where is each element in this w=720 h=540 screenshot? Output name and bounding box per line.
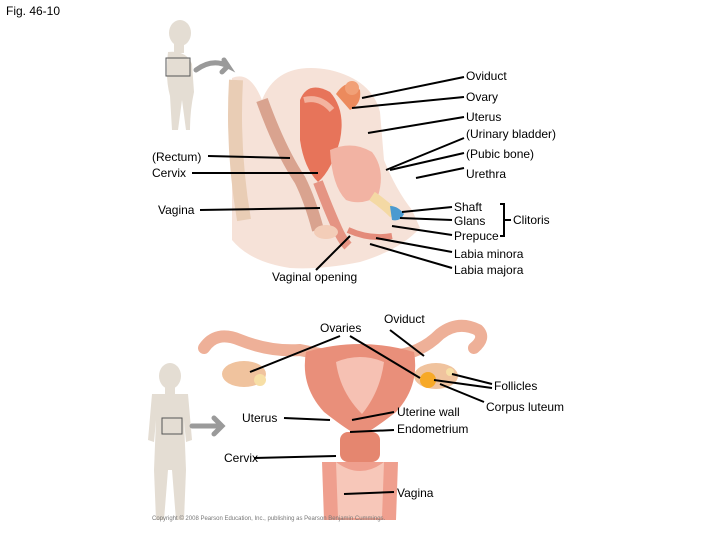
label-shaft: Shaft [454,200,483,214]
label-corpus-luteum: Corpus luteum [486,400,565,414]
front-focus-box [161,417,183,435]
front-silhouette-icon [148,363,192,520]
label-ovaries: Ovaries [320,321,362,335]
label-labia-minora: Labia minora [454,247,524,261]
label-endometrium: Endometrium [397,422,469,436]
label-urethra: Urethra [466,167,507,181]
label-uterine-wall: Uterine wall [397,405,460,419]
side-anatomy [228,68,420,269]
side-arrow-icon [193,57,236,75]
label-cervix-front: Cervix [224,451,259,465]
label-urinary-bladder: (Urinary bladder) [466,127,557,141]
front-arrow-icon [189,415,226,437]
label-clitoris: Clitoris [513,213,550,227]
label-labia-majora: Labia majora [454,263,524,277]
front-anatomy [198,319,488,520]
copyright-text: Copyright © 2008 Pearson Education, Inc.… [152,516,386,522]
label-oviduct-front: Oviduct [384,312,425,326]
side-leader-lines [192,76,465,271]
label-vaginal-opening: Vaginal opening [272,270,358,284]
label-vagina-front: Vagina [397,486,434,500]
label-oviduct: Oviduct [466,69,507,83]
label-prepuce: Prepuce [454,229,499,243]
label-follicles: Follicles [494,379,538,393]
label-ovary: Ovary [466,90,499,104]
side-focus-box [165,57,191,77]
side-silhouette-icon [166,20,194,130]
label-vagina-side: Vagina [158,203,195,217]
label-cervix-side: Cervix [152,166,187,180]
front-leader-lines [249,329,493,495]
figure-label: Fig. 46-10 [6,4,61,18]
label-uterus: Uterus [466,110,502,124]
label-uterus-front: Uterus [242,411,278,425]
label-glans: Glans [454,214,486,228]
label-pubic-bone: (Pubic bone) [466,147,535,161]
label-rectum: (Rectum) [152,150,202,164]
clitoris-bracket [500,203,505,237]
